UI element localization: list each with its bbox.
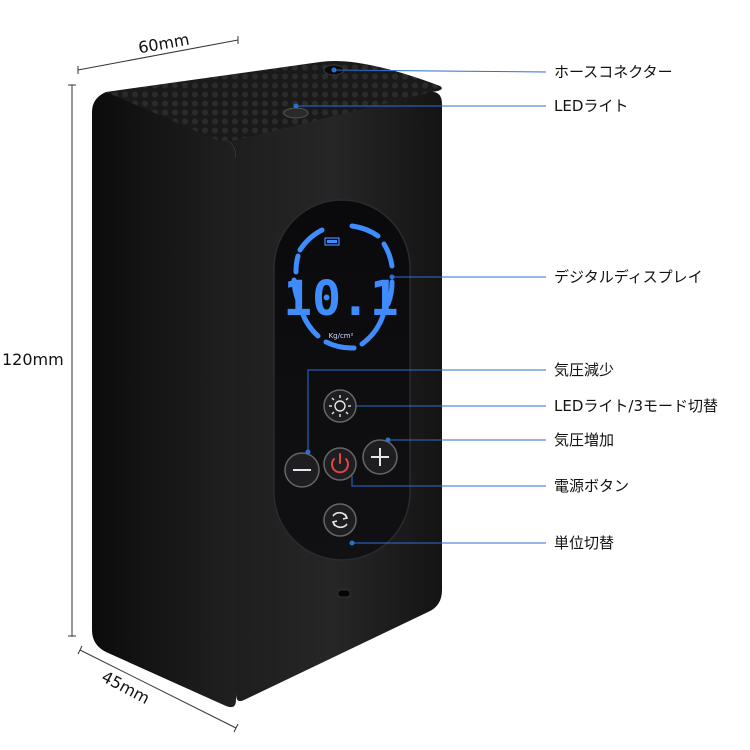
usb-port bbox=[337, 589, 351, 598]
callout-hose-connector: ホースコネクター bbox=[554, 63, 673, 81]
callout-power-button: 電源ボタン bbox=[554, 477, 630, 495]
display-ring bbox=[291, 223, 395, 351]
power-button[interactable] bbox=[323, 447, 357, 481]
device-side-face bbox=[92, 92, 236, 708]
led-mode-button[interactable] bbox=[323, 389, 357, 423]
device-top-face bbox=[106, 61, 442, 142]
led-light-lens bbox=[283, 107, 309, 119]
depth-dimension-line bbox=[77, 645, 239, 733]
plus-icon bbox=[371, 448, 389, 466]
height-label: 120mm bbox=[2, 350, 64, 369]
callout-digital-display: デジタルディスプレイ bbox=[554, 268, 703, 286]
callout-led-light: LEDライト bbox=[554, 97, 629, 115]
callout-lines bbox=[293, 67, 547, 546]
pressure-up-button[interactable] bbox=[362, 439, 398, 475]
pressure-unit: Kg/cm² bbox=[329, 332, 354, 340]
callout-pressure-up: 気圧増加 bbox=[554, 431, 615, 449]
height-dimension-line bbox=[68, 84, 76, 637]
battery-icon bbox=[324, 237, 340, 246]
unit-switch-button[interactable] bbox=[323, 503, 357, 537]
callout-pressure-down: 気圧減少 bbox=[554, 361, 615, 379]
unit-switch-icon bbox=[331, 511, 349, 529]
width-dimension-line bbox=[77, 36, 239, 74]
led-mode-icon bbox=[329, 395, 351, 417]
callout-unit-switch: 単位切替 bbox=[554, 534, 615, 552]
power-icon bbox=[331, 453, 349, 474]
callout-led-mode-switch: LEDライト/3モード切替 bbox=[554, 397, 718, 415]
pressure-down-button[interactable] bbox=[284, 452, 320, 488]
pressure-reading: 10.1 bbox=[283, 271, 399, 327]
